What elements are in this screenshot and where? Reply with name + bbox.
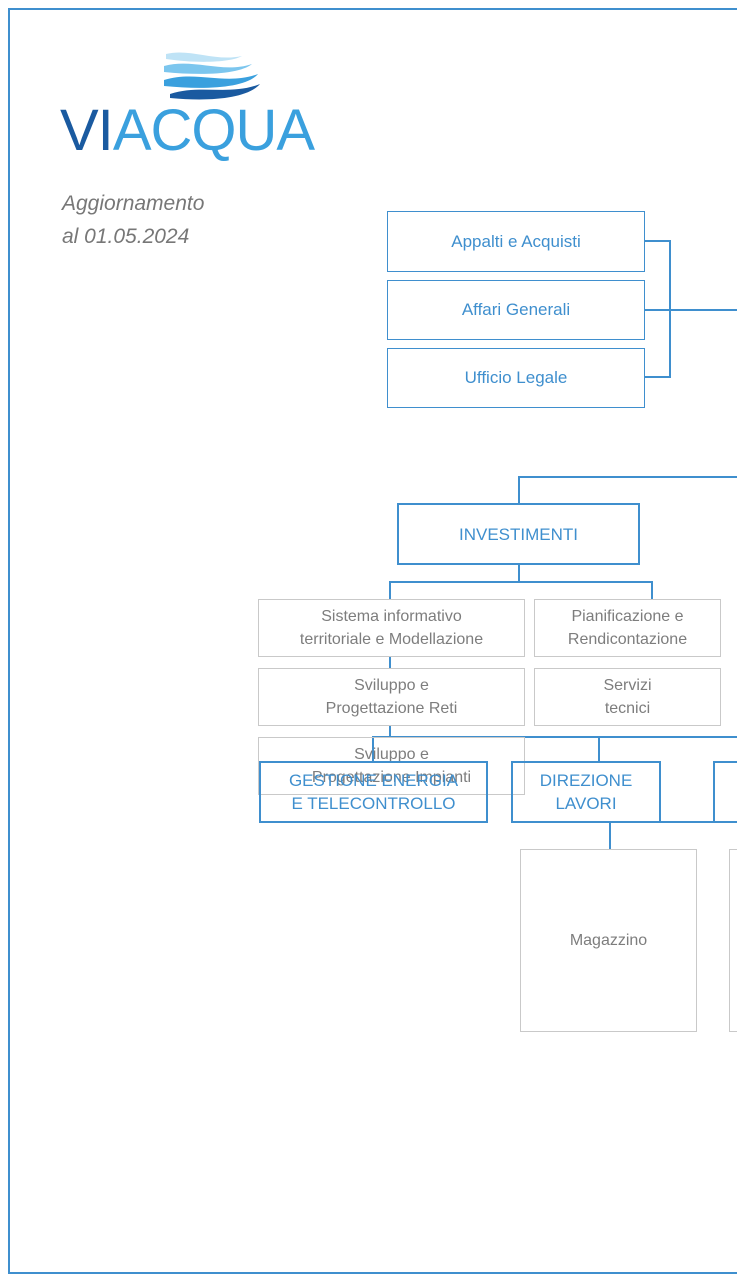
unit-servizi-tecnici[interactable]: Servizi tecnici <box>534 668 721 726</box>
unit-partial-cropped[interactable] <box>729 849 737 1032</box>
unit-magazzino[interactable]: Magazzino <box>520 849 697 1032</box>
investimenti-units-bus-line <box>389 581 653 599</box>
unit-pianificazione[interactable]: Pianificazione e Rendicontazione <box>534 599 721 657</box>
operations-units-bus-line <box>609 821 737 849</box>
unit-line: Sviluppo e <box>354 746 429 763</box>
unit-line: Servizi <box>603 677 652 694</box>
unit-line: territoriale e Modellazione <box>299 631 484 648</box>
staff-office-affari-generali[interactable]: Affari Generali <box>387 280 645 340</box>
unit-label: Magazzino <box>569 932 648 949</box>
unit-line: Progettazione Impianti <box>311 769 472 786</box>
page-frame <box>8 8 737 1274</box>
unit-line: Pianificazione e <box>571 608 684 625</box>
staff-office-appalti[interactable]: Appalti e Acquisti <box>387 211 645 272</box>
unit-line: Sviluppo e <box>354 677 429 694</box>
update-date-note: Aggiornamento al 01.05.2024 <box>62 187 282 253</box>
staff-office-label: Affari Generali <box>461 300 571 319</box>
dept-line: GESTIONE ENERGIA <box>288 771 459 790</box>
unit-progettazione-reti[interactable]: Sviluppo e Progettazione Reti <box>258 668 525 726</box>
staff-office-label: Appalti e Acquisti <box>451 231 581 251</box>
investimenti-branch-line <box>518 476 737 503</box>
update-note-line1: Aggiornamento <box>62 192 205 215</box>
staff-office-ufficio-legale[interactable]: Ufficio Legale <box>387 348 645 408</box>
staff-office-label: Ufficio Legale <box>464 368 568 387</box>
unit-progettazione-impianti[interactable]: Sviluppo e Progettazione Impianti <box>258 737 525 795</box>
dept-line: DIREZIONE <box>539 771 633 790</box>
dept-line: E TELECONTROLLO <box>291 794 456 813</box>
update-note-line2: al 01.05.2024 <box>62 225 190 248</box>
unit-line: Rendicontazione <box>567 631 688 648</box>
dept-direzione-lavori[interactable]: DIREZIONE LAVORI <box>511 761 661 823</box>
unit-sistema-informativo[interactable]: Sistema informativo territoriale e Model… <box>258 599 525 657</box>
unit-line: Sistema informativo <box>321 608 462 625</box>
dept-gestione-energia[interactable]: GESTIONE ENERGIA E TELECONTROLLO <box>259 761 488 823</box>
unit-line: Progettazione Reti <box>325 700 458 717</box>
dept-title: INVESTIMENTI <box>458 524 578 544</box>
wave-logo-icon <box>164 52 260 100</box>
brand-logo: VIACQUA <box>60 98 315 164</box>
logo-suffix: ACQUA <box>112 98 315 163</box>
logo-prefix: VI <box>60 98 114 163</box>
dept-line: LAVORI <box>555 794 617 813</box>
dept-investimenti[interactable]: INVESTIMENTI <box>397 503 640 565</box>
unit-line: tecnici <box>604 700 651 717</box>
dept-partial-cropped[interactable] <box>713 761 737 823</box>
